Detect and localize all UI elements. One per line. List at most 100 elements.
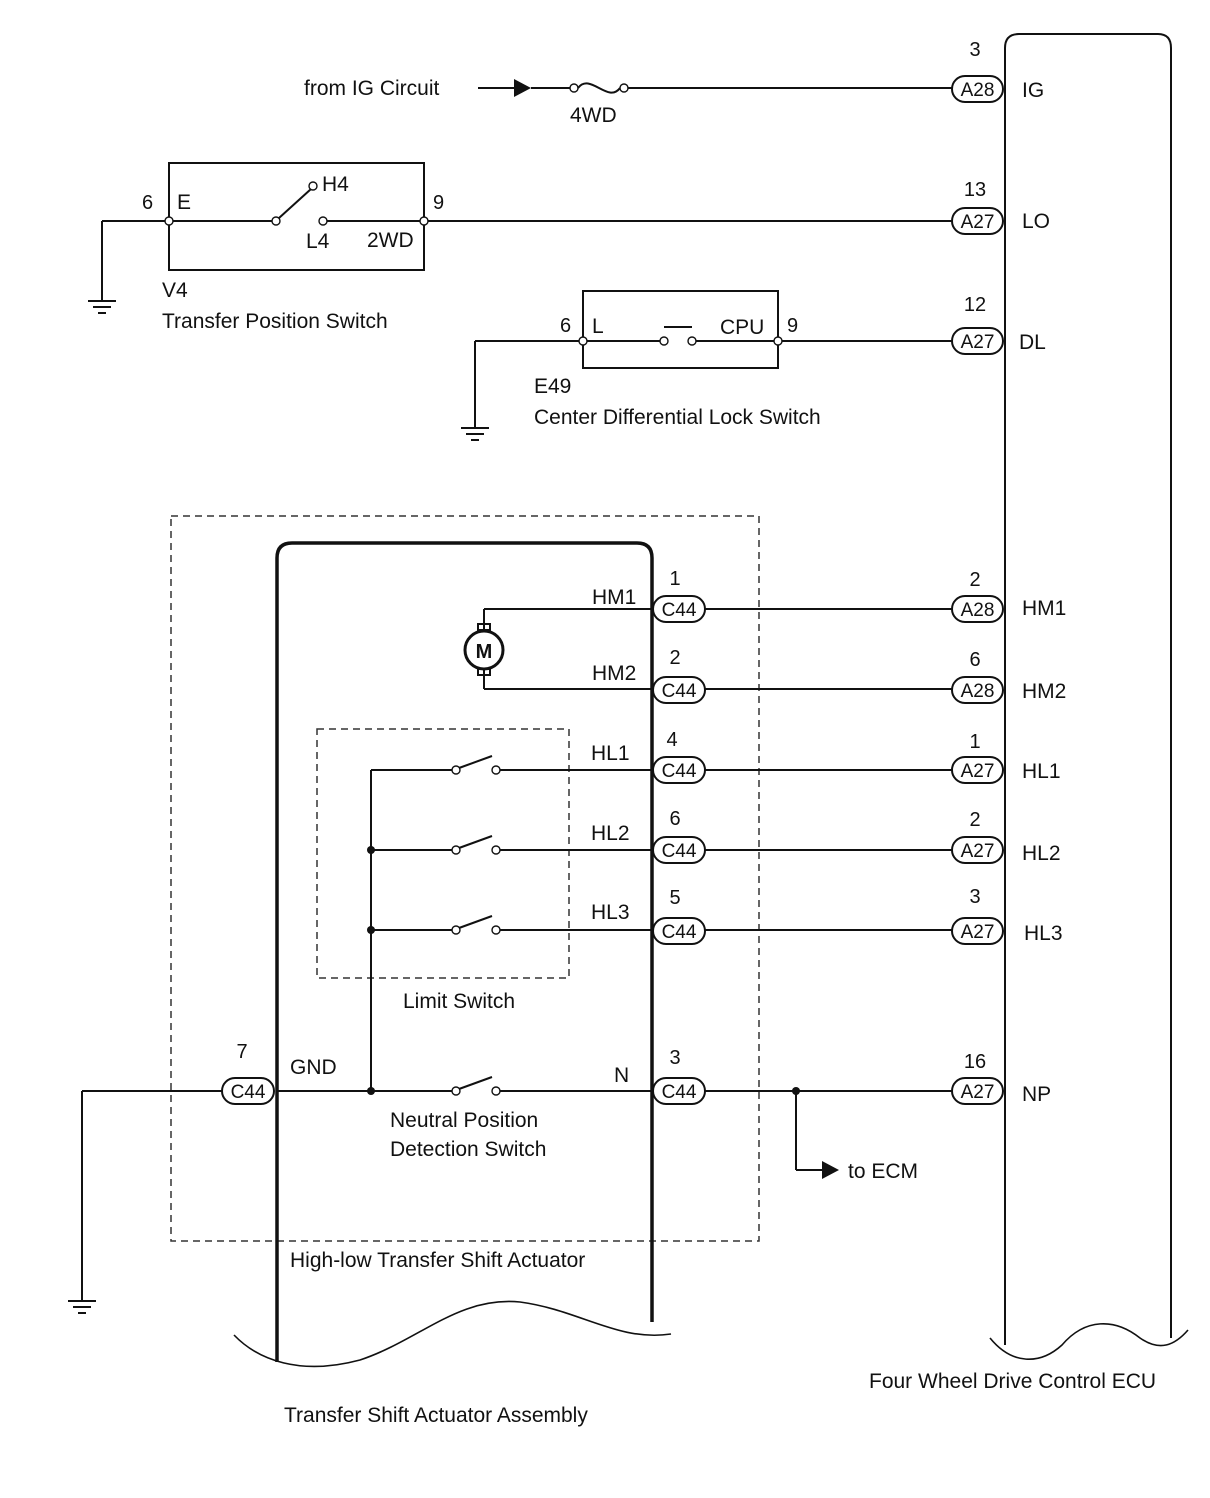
connector-c44-hl1: C44 bbox=[652, 756, 706, 784]
terminal-label: E bbox=[177, 191, 191, 214]
pin-number: 2 bbox=[969, 809, 980, 831]
pin-number: 13 bbox=[964, 179, 986, 201]
signal-label: HL3 bbox=[591, 901, 630, 924]
connector-code: C44 bbox=[662, 600, 697, 621]
ecu-terminal-ig: 3 A28 IG bbox=[951, 39, 1044, 103]
terminal-label: H4 bbox=[322, 173, 349, 196]
ecu-terminal-hm1: 2 A28 HM1 bbox=[951, 569, 1066, 623]
connector-code: C44 bbox=[662, 761, 697, 782]
to-ecm-label: to ECM bbox=[848, 1160, 918, 1183]
pin-number: 6 bbox=[142, 192, 153, 214]
actuator-ground: C44 bbox=[68, 1077, 275, 1314]
ecu-terminal-hl1: 1 A27 HL1 bbox=[951, 731, 1061, 784]
actuator-dashed-outline bbox=[170, 515, 760, 1242]
limit-switch-hl3 bbox=[371, 915, 654, 935]
pin-number: 16 bbox=[964, 1051, 986, 1073]
signal-label: HL3 bbox=[1024, 922, 1063, 945]
ecu-terminal-hl3: 3 A27 HL3 bbox=[951, 886, 1063, 945]
limit-switch-outline bbox=[316, 728, 570, 979]
connector-code: C44 bbox=[662, 1082, 697, 1103]
connector-code: A27 bbox=[961, 332, 995, 353]
ground-icon bbox=[68, 1300, 96, 1314]
connector-c44-hl3: C44 bbox=[652, 917, 706, 945]
signal-label: N bbox=[614, 1064, 629, 1087]
signal-label: HM1 bbox=[592, 586, 636, 609]
connector-code: A27 bbox=[961, 922, 995, 943]
signal-label: HM1 bbox=[1022, 597, 1066, 620]
connector-c44-hm2: C44 bbox=[652, 676, 706, 704]
center-diff-lock-switch: 6 9 L CPU bbox=[461, 290, 952, 441]
pin-number: 3 bbox=[669, 1047, 680, 1069]
terminal-label: L bbox=[592, 315, 604, 338]
component-name: Transfer Position Switch bbox=[162, 310, 388, 333]
ecu-terminal-lo: 13 A27 LO bbox=[951, 179, 1050, 235]
ecu-terminal-dl: 12 A27 DL bbox=[951, 294, 1046, 355]
connector-code: A27 bbox=[961, 1082, 995, 1103]
signal-label: LO bbox=[1022, 210, 1050, 233]
signal-label: IG bbox=[1022, 79, 1044, 102]
pin-number: 5 bbox=[669, 887, 680, 909]
ground-icon bbox=[88, 300, 116, 314]
pin-number: 9 bbox=[787, 315, 798, 337]
pin-number: 6 bbox=[669, 808, 680, 830]
assembly-name: Transfer Shift Actuator Assembly bbox=[284, 1404, 588, 1427]
component-code: E49 bbox=[534, 375, 571, 398]
motor-label: M bbox=[476, 641, 493, 663]
ecu-terminal-hl2: 2 A27 HL2 bbox=[951, 809, 1061, 865]
pin-number: 9 bbox=[433, 192, 444, 214]
connector-c44-hm1: C44 bbox=[652, 595, 706, 623]
arrow-icon bbox=[822, 1161, 839, 1179]
signal-label: DL bbox=[1019, 331, 1046, 354]
ground-icon bbox=[461, 427, 489, 441]
pin-number: 2 bbox=[969, 569, 980, 591]
connector-code: C44 bbox=[662, 841, 697, 862]
to-ecm-branch bbox=[792, 1087, 839, 1179]
pin-number: 7 bbox=[236, 1041, 247, 1063]
signal-label: HM2 bbox=[592, 662, 636, 685]
fuse-label: 4WD bbox=[570, 104, 617, 127]
pin-number: 3 bbox=[969, 39, 980, 61]
connector-code: A27 bbox=[961, 841, 995, 862]
component-name: Center Differential Lock Switch bbox=[534, 406, 821, 429]
signal-label: HM2 bbox=[1022, 680, 1066, 703]
motor-icon bbox=[463, 629, 505, 671]
component-code: V4 bbox=[162, 279, 188, 302]
gnd-label: GND bbox=[290, 1056, 337, 1079]
fuse-icon bbox=[577, 82, 621, 94]
pin-number: 1 bbox=[669, 568, 680, 590]
pin-number: 6 bbox=[969, 649, 980, 671]
neutral-position-switch bbox=[277, 1076, 654, 1096]
connector-code: A27 bbox=[961, 761, 995, 782]
pin-number: 12 bbox=[964, 294, 986, 316]
switch-arm bbox=[278, 188, 312, 219]
limit-switch-hl2 bbox=[371, 835, 654, 855]
pin-number: 4 bbox=[666, 729, 677, 751]
ig-wire bbox=[478, 79, 952, 97]
connector-code: A28 bbox=[961, 80, 995, 101]
ecu-terminal-np: 16 A27 NP bbox=[951, 1051, 1051, 1106]
connector-code: C44 bbox=[662, 681, 697, 702]
terminal-label: L4 bbox=[306, 230, 330, 253]
transfer-position-switch: 6 9 E H4 L4 2WD bbox=[88, 162, 952, 314]
connector-code: C44 bbox=[231, 1082, 266, 1103]
terminal-label: CPU bbox=[720, 316, 764, 339]
connector-code: A28 bbox=[961, 600, 995, 621]
arrow-icon bbox=[514, 79, 531, 97]
pin-number: 2 bbox=[669, 647, 680, 669]
ecu-block bbox=[989, 33, 1189, 1360]
ig-source-label: from IG Circuit bbox=[304, 77, 440, 100]
motor: M bbox=[463, 608, 654, 690]
actuator-assembly-body bbox=[233, 541, 672, 1368]
pin-number: 1 bbox=[969, 731, 980, 753]
ecu-terminal-hm2: 6 A28 HM2 bbox=[951, 649, 1066, 704]
pin-number: 3 bbox=[969, 886, 980, 908]
connector-code: A28 bbox=[961, 681, 995, 702]
terminal-label: 2WD bbox=[367, 229, 414, 252]
connector-code: C44 bbox=[662, 922, 697, 943]
signal-label: HL1 bbox=[591, 742, 630, 765]
ecu-name: Four Wheel Drive Control ECU bbox=[869, 1370, 1156, 1393]
connector-code: A27 bbox=[961, 212, 995, 233]
connector-c44-hl2: C44 bbox=[652, 836, 706, 864]
pin-number: 6 bbox=[560, 315, 571, 337]
